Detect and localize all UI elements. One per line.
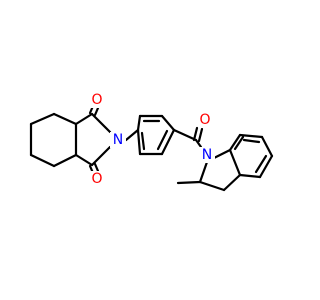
bond xyxy=(160,128,176,156)
bond xyxy=(254,154,268,174)
bond xyxy=(222,173,242,192)
bond xyxy=(29,112,56,126)
label-bg xyxy=(110,132,126,148)
bond xyxy=(29,153,56,168)
label-bg xyxy=(90,171,104,187)
oxygen-label: O xyxy=(91,92,102,108)
bond xyxy=(52,153,78,168)
indoline-benzene-ring xyxy=(228,133,274,179)
methyl-bond xyxy=(176,180,202,185)
bond xyxy=(136,128,142,156)
bond xyxy=(192,126,199,142)
bond xyxy=(228,148,242,177)
bond xyxy=(74,112,94,126)
nitrogen-label: N xyxy=(202,147,212,163)
imide-carbonyls xyxy=(88,104,100,175)
bond xyxy=(160,114,176,132)
bond xyxy=(197,127,204,143)
atom-labels: O O N O N xyxy=(90,92,215,187)
molecule-diagram: O O N O N xyxy=(29,92,274,192)
bond xyxy=(90,145,112,167)
bond xyxy=(74,153,94,167)
label-bg xyxy=(199,147,215,163)
bond xyxy=(156,129,169,151)
bond xyxy=(228,133,242,152)
label-bg xyxy=(90,92,104,108)
bond xyxy=(198,160,209,184)
bond xyxy=(258,154,274,179)
bond xyxy=(93,106,100,117)
bond xyxy=(93,162,100,173)
oxygen-label: O xyxy=(199,112,210,128)
bond xyxy=(260,135,274,158)
phenylene-ring xyxy=(136,114,176,156)
bond xyxy=(198,180,226,192)
bond xyxy=(212,148,232,160)
amide-carbonyl xyxy=(172,126,204,149)
label-bg xyxy=(198,112,212,128)
bond xyxy=(52,112,78,126)
indoline-ring xyxy=(198,148,242,192)
bond xyxy=(90,112,112,134)
bond xyxy=(194,138,203,149)
bond xyxy=(233,135,245,151)
bond xyxy=(140,131,146,151)
oxygen-label: O xyxy=(91,171,102,187)
bond xyxy=(238,173,262,179)
nitrogen-label: N xyxy=(113,132,123,148)
bond xyxy=(124,128,140,142)
bond xyxy=(136,114,142,132)
imide-ring xyxy=(74,112,112,167)
bond xyxy=(238,133,264,139)
bond xyxy=(242,138,261,144)
bond xyxy=(172,128,198,142)
cyclohexane-ring xyxy=(29,112,78,168)
